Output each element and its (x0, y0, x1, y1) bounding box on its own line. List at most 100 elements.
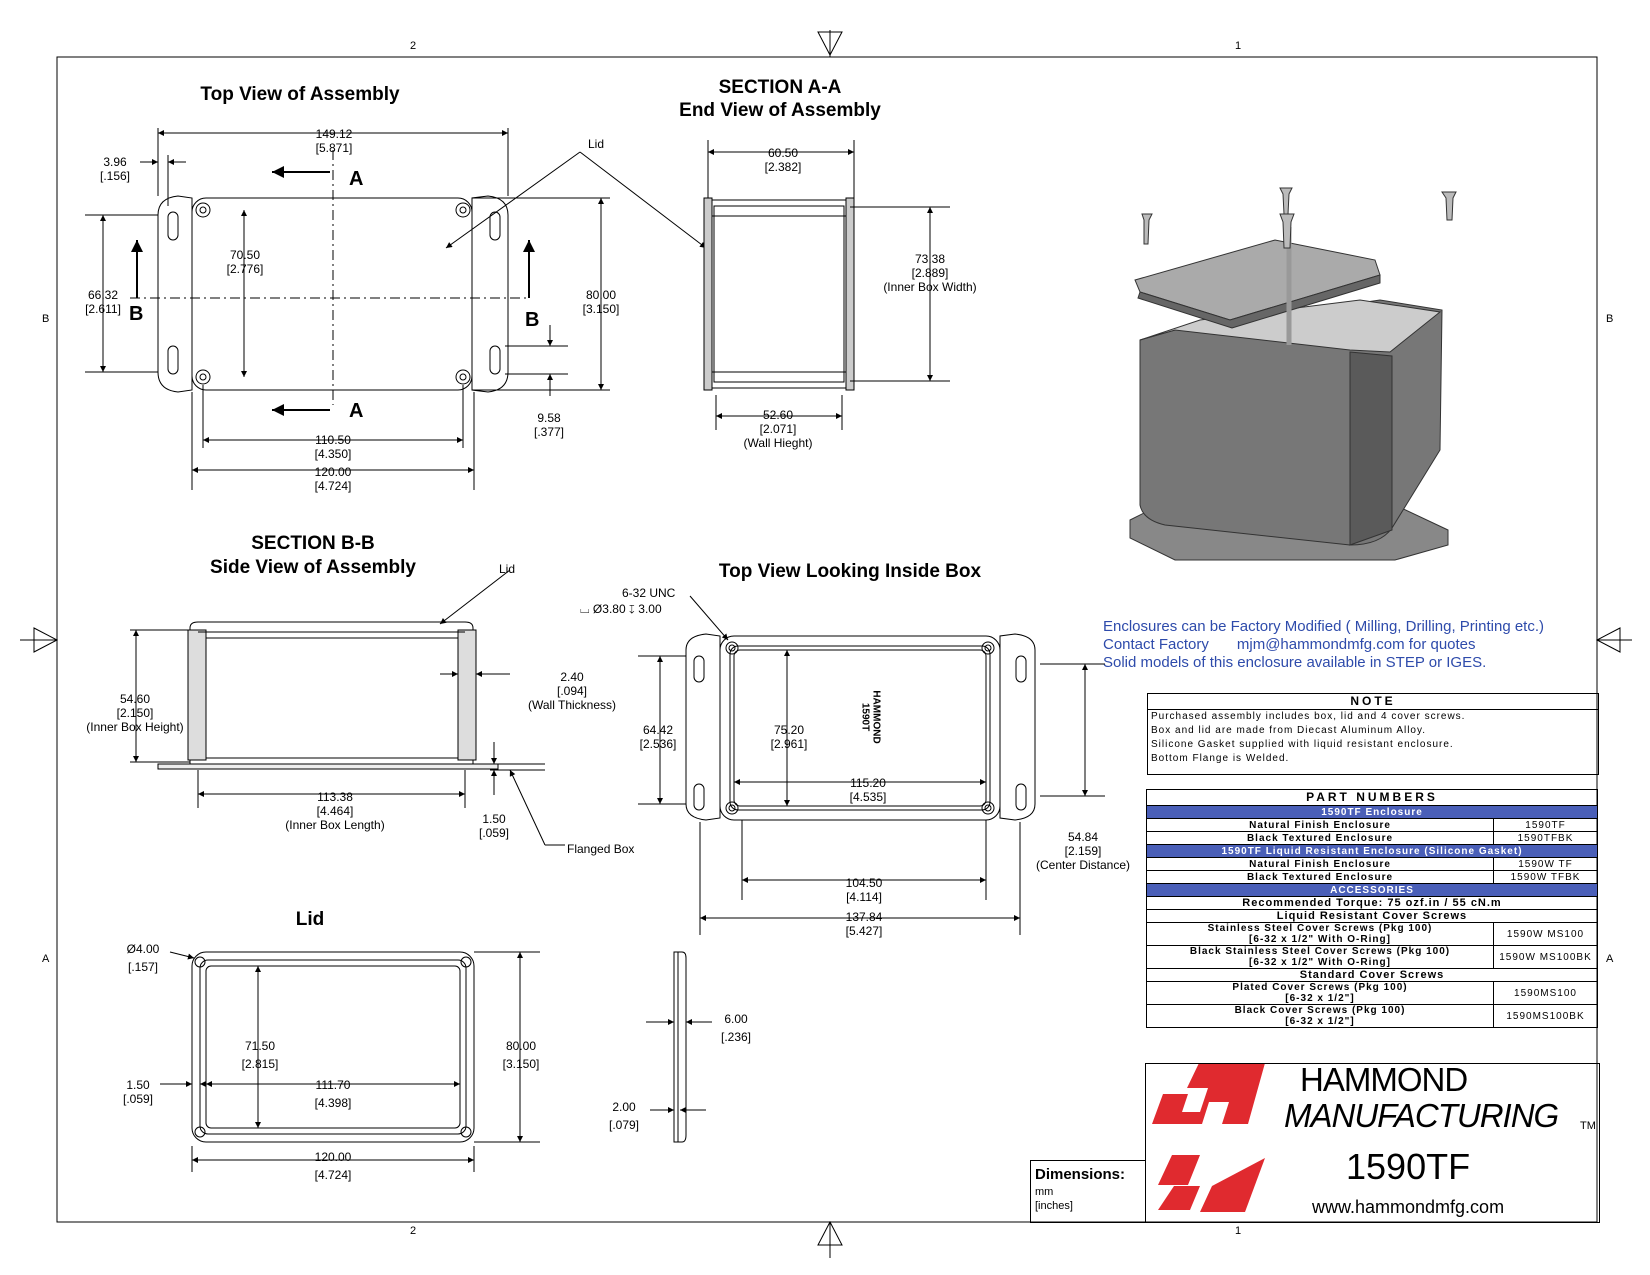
dim-in: [.079] (608, 1118, 640, 1132)
dimension-label: 104.50[4.114] (834, 876, 894, 904)
dim-in: [4.724] (314, 479, 352, 493)
dim-in: [.094] (556, 684, 588, 698)
inside-view (638, 595, 1105, 935)
hammond-stamp: HAMMOND 1590T (860, 690, 882, 743)
dim-mm: Ø4.00 (126, 942, 160, 956)
zone-label: 1 (1235, 40, 1242, 52)
part-code: 1590W MS100 (1493, 922, 1598, 946)
company-name: MANUFACTURING (1284, 1097, 1559, 1134)
dim-in: [4.350] (314, 447, 352, 461)
lid-view (160, 951, 540, 1172)
hole-callout: 6-32 UNC (622, 586, 676, 600)
zone-label: B (42, 313, 50, 325)
dim-in: [2.382] (764, 160, 802, 174)
table-row: Black Cover Screws (Pkg 100)[6-32 x 1/2"… (1146, 1004, 1598, 1028)
part-code: 1590MS100 (1493, 981, 1598, 1005)
section-mark-a: A (349, 400, 364, 422)
inside-view-title: Top View Looking Inside Box (718, 561, 982, 582)
website-link[interactable]: www.hammondmfg.com (1312, 1197, 1505, 1217)
dim-mm: 73.38 (914, 252, 946, 266)
dimension-label: 149.12[5.871] (304, 127, 364, 155)
lid-label: Lid (588, 137, 605, 151)
zone-label: A (1606, 953, 1614, 965)
dim-mm: 71.50 (244, 1039, 276, 1053)
part-code: 1590MS100BK (1493, 1004, 1598, 1028)
stamp-line: HAMMOND (870, 690, 882, 744)
section-mark-b: B (129, 303, 144, 325)
desc-line: [6-32 x 1/2"] (1285, 993, 1355, 1004)
section-bb-subtitle: Side View of Assembly (210, 557, 416, 578)
desc-line: Black Stainless Steel Cover Screws (Pkg … (1189, 946, 1451, 957)
note-line: Box and lid are made from Diecast Alumin… (1151, 725, 1427, 736)
dimension-label: 60.50[2.382] (753, 146, 813, 174)
title-block (1145, 1063, 1600, 1223)
note-line: Purchased assembly includes box, lid and… (1151, 711, 1466, 722)
dim-note: (Wall Thickness) (527, 698, 616, 712)
desc-line: Stainless Steel Cover Screws (Pkg 100) (1207, 923, 1433, 934)
group-header: 1590TF Liquid Resistant Enclosure (Silic… (1146, 844, 1598, 858)
desc-line: [6-32 x 1/2" With O-Ring] (1249, 934, 1391, 945)
dim-mm: 54.84 (1067, 830, 1099, 844)
desc-line: Black Cover Screws (Pkg 100) (1234, 1005, 1406, 1016)
part-desc: Stainless Steel Cover Screws (Pkg 100)[6… (1146, 922, 1494, 946)
section-header: Liquid Resistant Cover Screws (1146, 909, 1598, 923)
dim-in: [4.464] (316, 804, 354, 818)
torque-note: Recommended Torque: 75 ozf.in / 55 cN.m (1146, 896, 1598, 910)
dimension-label: 1.50[.059] (118, 1078, 158, 1106)
dim-in: [5.427] (845, 924, 883, 938)
centering-marks (20, 30, 1632, 1258)
dim-in: [2.159] (1064, 844, 1102, 858)
dimension-label: 80.00[3.150] (574, 288, 628, 316)
part-desc: Black Textured Enclosure (1146, 831, 1494, 845)
dimension-label: 70.50[2.776] (215, 248, 275, 276)
lid-label: Lid (499, 562, 516, 576)
dim-mm: 111.70 (315, 1078, 351, 1092)
dim-in: [4.114] (846, 890, 882, 904)
dimension-label: 66.32[2.611] (78, 288, 128, 316)
section-bb-title: SECTION B-B (251, 533, 375, 554)
dim-mm: 66.32 (87, 288, 119, 302)
dim-note: (Inner Box Length) (285, 818, 385, 832)
dim-in: [2.889] (911, 266, 949, 280)
part-desc: Natural Finish Enclosure (1146, 857, 1494, 871)
dimension-label: 6.00[.236] (716, 1010, 756, 1046)
section-mark-b: B (525, 309, 540, 331)
dimension-label: 110.50[4.350] (303, 433, 363, 461)
part-numbers-table: PART NUMBERS 1590TF Enclosure Natural Fi… (1146, 789, 1598, 1028)
unit-mm: mm (1035, 1186, 1054, 1198)
section-header: Standard Cover Screws (1146, 968, 1598, 982)
dim-in: [3.150] (502, 1057, 540, 1071)
dim-in: [2.150] (116, 706, 154, 720)
trademark: TM (1580, 1120, 1596, 1132)
dim-in: [.156] (99, 169, 131, 183)
dim-in: [4.398] (314, 1096, 352, 1110)
dim-mm: 52.60 (762, 408, 794, 422)
dim-in: [2.536] (639, 737, 677, 751)
table-row: Black Stainless Steel Cover Screws (Pkg … (1146, 945, 1598, 969)
unit-inches: [inches] (1035, 1200, 1073, 1212)
note-line: Bottom Flange is Welded. (1151, 753, 1290, 764)
dim-mm: 6.00 (724, 1012, 748, 1026)
dim-mm: 113.38 (317, 790, 353, 804)
contact-email-link[interactable]: mjm@hammondmfg.com for quotes (1236, 636, 1476, 653)
zone-label: 1 (1235, 1225, 1242, 1237)
dim-mm: 104.50 (845, 876, 883, 890)
part-desc: Black Textured Enclosure (1146, 870, 1494, 884)
dimension-label: 120.00[4.724] (303, 1148, 363, 1184)
factory-modification-note: Enclosures can be Factory Modified ( Mil… (1103, 618, 1544, 672)
lid-title: Lid (295, 909, 325, 930)
dim-mm: 3.96 (103, 155, 127, 169)
part-desc: Black Stainless Steel Cover Screws (Pkg … (1146, 945, 1494, 969)
desc-line: [6-32 x 1/2"] (1285, 1016, 1355, 1027)
zone-label: 2 (410, 40, 417, 52)
dim-mm: 64.42 (642, 723, 674, 737)
zone-label: A (42, 953, 50, 965)
desc-line: Plated Cover Screws (Pkg 100) (1232, 982, 1408, 993)
stamp-line: 1590T (859, 702, 871, 732)
dim-in: [4.535] (849, 790, 887, 804)
dimension-label: 52.60[2.071](Wall Hieght) (733, 408, 823, 450)
dimension-label: 54.84[2.159](Center Distance) (1033, 830, 1133, 872)
